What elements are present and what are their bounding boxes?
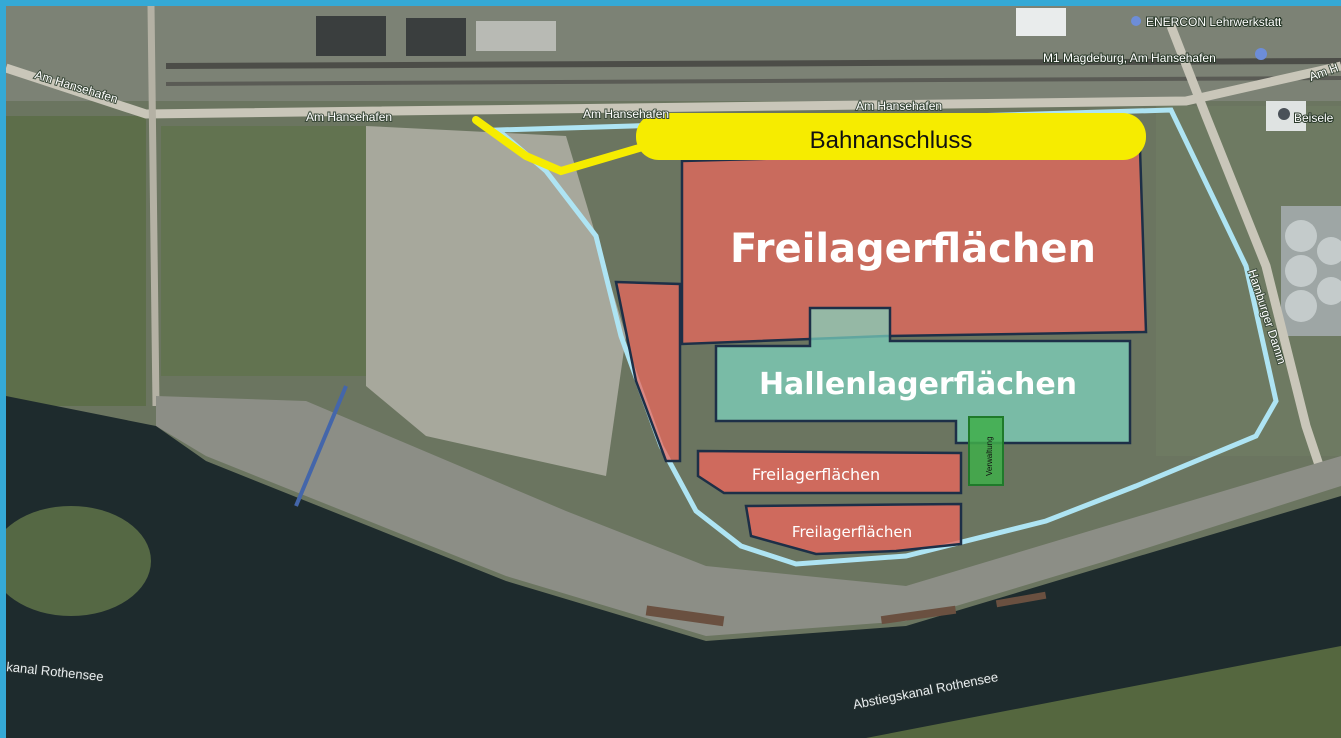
field-west xyxy=(6,116,146,406)
boat xyxy=(995,591,1047,608)
poi-label-beisele: Beisele xyxy=(1294,111,1334,125)
poi-label-m1: M1 Magdeburg, Am Hansehafen xyxy=(1043,51,1216,65)
field-west-2 xyxy=(161,126,371,376)
boat xyxy=(645,605,725,627)
silo xyxy=(1285,255,1317,287)
canal-water xyxy=(6,396,1341,738)
aerial-map: Bahnanschluss Freilagerflächen Hallenlag… xyxy=(6,6,1341,738)
site-boundary xyxy=(491,107,1279,567)
railway-north-2 xyxy=(165,76,1341,86)
silo xyxy=(1285,290,1317,322)
crane xyxy=(294,385,348,507)
open-storage-small-2-label: Freilagerflächen xyxy=(792,523,912,541)
building xyxy=(1016,8,1066,36)
south-bank xyxy=(866,646,1341,738)
road-label: Am Hansehafen xyxy=(306,110,392,124)
silo xyxy=(1317,237,1341,265)
map-pin-icon xyxy=(1131,16,1141,26)
rail-label-pill xyxy=(636,113,1146,160)
road-am-hansehafen xyxy=(6,61,1341,119)
building xyxy=(406,18,466,56)
rail-connection xyxy=(472,116,650,176)
building xyxy=(316,16,386,56)
road-west xyxy=(147,6,160,407)
open-storage-small-1-label: Freilagerflächen xyxy=(752,465,880,484)
railway-north xyxy=(165,58,1341,69)
road-label: Am Hansehafen xyxy=(583,107,669,121)
map-canvas: Bahnanschluss Freilagerflächen Hallenlag… xyxy=(6,6,1341,738)
hall-storage[interactable] xyxy=(714,306,1132,445)
map-pin-icon xyxy=(1255,48,1267,60)
building xyxy=(476,21,556,51)
poi-label-enercon: ENERCON Lehrwerkstatt xyxy=(1146,15,1282,29)
road-label: Am Hansehafen xyxy=(856,99,942,113)
open-storage-small-2[interactable] xyxy=(744,502,963,556)
admin-label: Verwaltung xyxy=(985,436,994,476)
map-pin-icon xyxy=(1278,108,1290,120)
silo xyxy=(1285,220,1317,252)
road-hamburger-damm xyxy=(1166,24,1331,488)
open-storage-west[interactable] xyxy=(614,280,682,463)
rail-label: Bahnanschluss xyxy=(810,127,973,154)
quay xyxy=(156,396,1341,636)
boat xyxy=(880,605,957,625)
open-storage-small-1[interactable] xyxy=(696,449,963,495)
admin-building[interactable] xyxy=(968,416,1004,486)
silo xyxy=(1317,277,1341,305)
paved-yard xyxy=(366,126,626,476)
open-storage-main-label: Freilagerflächen xyxy=(730,226,1096,272)
hall-storage-label: Hallenlagerflächen xyxy=(759,367,1077,402)
island xyxy=(6,506,151,616)
